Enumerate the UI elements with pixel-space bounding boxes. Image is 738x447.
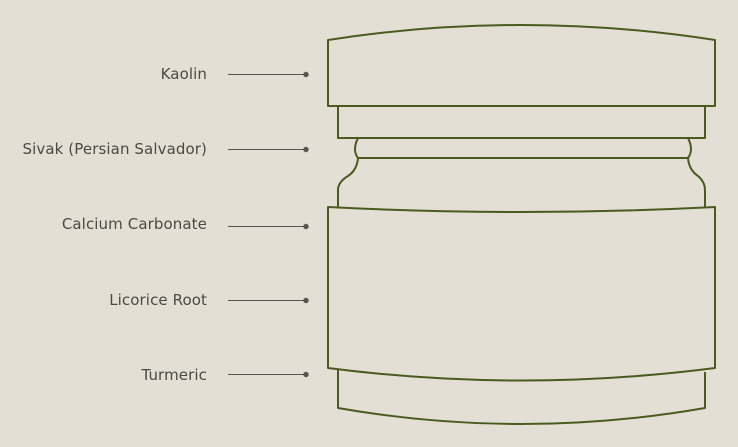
label-calcium-carbonate: Calcium Carbonate xyxy=(61,215,207,233)
leader-line-calcium xyxy=(228,223,309,230)
jar-shoulder-left xyxy=(337,157,359,207)
leader-line-kaolin xyxy=(228,71,309,78)
label-kaolin: Kaolin xyxy=(160,65,207,83)
jar-lid-top xyxy=(327,24,716,107)
leader-line-sivak xyxy=(228,146,309,153)
label-turmeric: Turmeric xyxy=(141,366,207,384)
label-licorice-root: Licorice Root xyxy=(109,291,207,309)
jar-lid-collar xyxy=(337,106,706,139)
jar-body xyxy=(327,206,716,382)
jar-shoulder-right xyxy=(687,157,706,207)
jar-base xyxy=(337,370,706,425)
label-sivak: Sivak (Persian Salvador) xyxy=(22,140,207,158)
leader-line-turmeric xyxy=(228,371,309,378)
leader-line-licorice xyxy=(228,297,309,304)
jar-neck xyxy=(354,137,692,159)
